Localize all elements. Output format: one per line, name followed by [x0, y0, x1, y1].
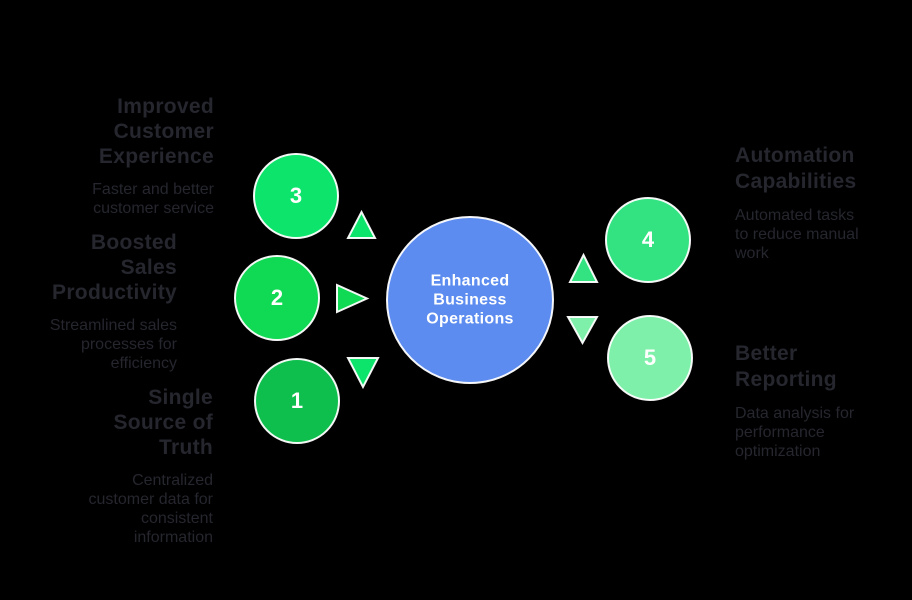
node-circle-5 [607, 315, 693, 401]
arrow-down-right-icon [566, 316, 599, 346]
benefit-description: Centralized customer data for consistent… [88, 472, 214, 546]
benefit-title: Single Source of Truth [113, 386, 213, 459]
node-circle-3 [253, 153, 339, 239]
arrow-up-left-icon [346, 209, 377, 239]
benefit-boosted-sales-productivity: Boosted Sales Productivity Streamlined s… [50, 230, 177, 373]
benefit-automation-capabilities: Automation Capabilities Automated tasks … [735, 143, 859, 263]
benefit-better-reporting: Better Reporting Data analysis for perfo… [735, 341, 854, 461]
benefit-description: Data analysis for performance optimizati… [735, 405, 855, 460]
benefit-description: Streamlined sales processes for efficien… [49, 317, 177, 372]
center-circle-label: Enhanced Business Operations [426, 272, 514, 328]
benefit-improved-customer-experience: Improved Customer Experience Faster and … [92, 94, 214, 218]
center-circle [386, 216, 554, 384]
node-circle-2 [234, 255, 320, 341]
benefit-title: Automation Capabilities [735, 144, 857, 193]
node-number-5: 5 [643, 345, 657, 370]
node-circle-1 [254, 358, 340, 444]
node-number-3: 3 [289, 183, 303, 208]
benefit-title: Improved Customer Experience [98, 95, 214, 168]
benefit-title: Boosted Sales Productivity [52, 231, 177, 304]
node-circle-4 [605, 197, 691, 283]
arrow-down-left-icon [346, 357, 380, 390]
arrow-up-right-icon [568, 252, 599, 283]
benefit-title: Better Reporting [735, 342, 837, 391]
benefit-single-source-of-truth: Single Source of Truth Centralized custo… [89, 385, 214, 547]
benefit-description: Faster and better customer service [92, 181, 214, 217]
node-number-4: 4 [641, 227, 655, 252]
benefit-description: Automated tasks to reduce manual work [735, 207, 859, 262]
node-number-1: 1 [290, 388, 304, 413]
node-number-2: 2 [270, 285, 284, 310]
arrow-right-icon [336, 283, 370, 314]
